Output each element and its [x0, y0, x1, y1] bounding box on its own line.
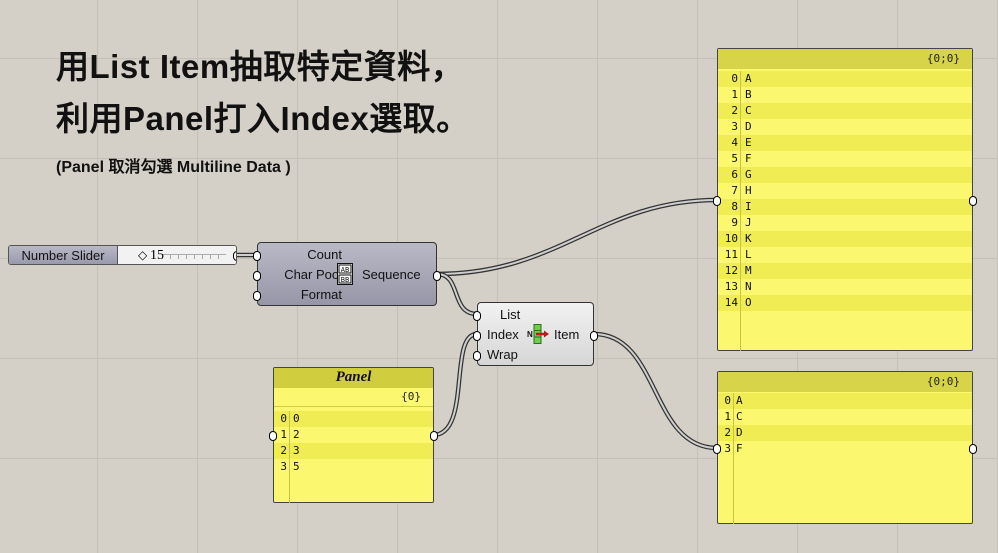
slider-ticks	[162, 254, 226, 259]
svg-text:N: N	[527, 330, 533, 339]
list-item-component[interactable]: List Index Wrap N Item	[473, 302, 598, 366]
svg-text:BB: BB	[341, 276, 349, 284]
panel-output-port[interactable]	[969, 196, 977, 206]
panel-path: {0;0}	[926, 375, 960, 388]
panel-path: {0;0}	[926, 52, 960, 65]
item-port[interactable]	[590, 331, 598, 341]
number-slider-label: Number Slider	[9, 246, 118, 264]
list-item-icon: N	[527, 324, 549, 344]
panel-input-port[interactable]	[269, 431, 277, 441]
panel-title-bar: Panel	[274, 368, 433, 389]
series-component[interactable]: Count Char Pool Format AB BB Sequence	[253, 242, 441, 306]
list-port[interactable]	[473, 311, 481, 321]
panel-path-bar: {0;0}	[718, 49, 972, 69]
input-wrap: Wrap	[487, 347, 518, 362]
character-sequence-icon: AB BB	[337, 263, 353, 285]
input-format: Format	[300, 287, 342, 302]
slider-value: 15	[150, 248, 164, 263]
input-index: Index	[487, 327, 519, 342]
input-count: Count	[307, 247, 342, 262]
panel-input-port[interactable]	[713, 196, 721, 206]
panel-name: Panel	[335, 369, 372, 385]
input-list: List	[500, 307, 521, 322]
number-slider[interactable]: Number Slider ◇ 15	[8, 245, 237, 265]
panel-output-port[interactable]	[430, 431, 438, 441]
subtitle-note: (Panel 取消勾選 Multiline Data )	[56, 159, 291, 176]
wire-panel-to-index	[430, 331, 480, 438]
char-pool-port[interactable]	[253, 271, 261, 281]
panel-input-port[interactable]	[713, 444, 721, 454]
panel-path: {0}	[401, 390, 421, 403]
wire-item-to-result	[591, 331, 720, 451]
output-item: Item	[554, 327, 580, 342]
panel-index-divider	[733, 393, 734, 524]
slider-track[interactable]: ◇ 15	[118, 246, 236, 264]
panel-index-divider	[740, 71, 741, 351]
wire-sequence-to-panel	[434, 197, 720, 277]
slider-knob-icon[interactable]: ◇	[138, 248, 148, 262]
title-line-2: 利用Panel打入Index選取。	[56, 100, 470, 137]
wrap-port[interactable]	[473, 351, 481, 361]
panel-index-divider	[289, 411, 290, 503]
panel-path-bar: {0;0}	[718, 372, 972, 392]
title-line-1: 用List Item抽取特定資料，	[56, 48, 465, 85]
count-port[interactable]	[253, 251, 261, 261]
index-port[interactable]	[473, 331, 481, 341]
input-char-pool: Char Pool	[284, 267, 342, 282]
slider-output-port[interactable]	[233, 251, 236, 261]
sequence-port[interactable]	[433, 271, 441, 281]
svg-text:AB: AB	[341, 266, 349, 274]
panel-output-port[interactable]	[969, 444, 977, 454]
format-port[interactable]	[253, 291, 261, 301]
wire-sequence-to-list	[434, 271, 480, 317]
panel-path-bar: {0}	[274, 388, 433, 407]
output-sequence: Sequence	[362, 267, 421, 282]
